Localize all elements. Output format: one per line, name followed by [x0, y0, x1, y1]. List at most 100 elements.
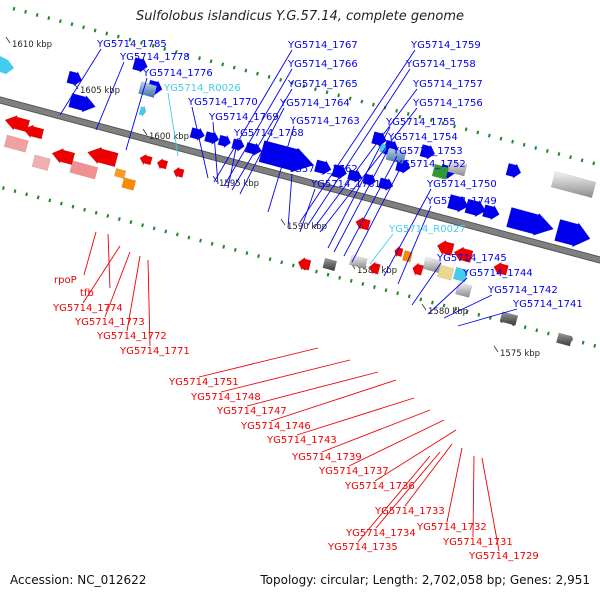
label-leader-line — [369, 233, 394, 265]
ruler-dot-inner — [546, 331, 550, 336]
ruler-dot-inner — [581, 340, 585, 345]
gene-label-forward: YG5714_1761 — [310, 179, 381, 190]
ruler-dot-inner — [222, 244, 226, 249]
gene-label-forward: YG5714_1763 — [289, 116, 360, 127]
label-leader-line — [267, 125, 295, 213]
label-leader-line — [321, 409, 431, 453]
ruler-dot-inner — [465, 309, 469, 314]
label-leader-line — [357, 455, 431, 543]
label-leader-line — [411, 262, 442, 306]
gene-label-reverse: YG5714_1751 — [168, 377, 239, 388]
ruler-dot-inner — [36, 195, 40, 200]
label-leader-line — [104, 251, 131, 318]
ruler-dot-outer — [82, 25, 85, 30]
ruler-label: 1595 kbp — [219, 179, 259, 189]
label-leader-line — [481, 457, 500, 552]
gene-label-forward: YG5714_1741 — [512, 299, 583, 310]
ruler-dot-outer — [325, 90, 329, 95]
reverse-gene-arrow-outer — [412, 262, 424, 277]
ruler-dot-outer — [93, 28, 97, 33]
ruler-dot-inner — [442, 303, 446, 308]
ruler-dot-outer — [290, 81, 294, 85]
ruler-label-tick — [280, 218, 286, 226]
label-leader-line — [307, 68, 411, 226]
ruler-dot-outer — [557, 152, 561, 157]
unlabelled-gene-box — [385, 147, 407, 165]
forward-gene-arrow — [331, 164, 348, 181]
label-leader-line — [383, 188, 432, 277]
ruler-dot-inner — [396, 291, 400, 296]
reverse-gene-arrow — [493, 261, 509, 276]
ruler-dot-outer — [534, 145, 538, 150]
forward-gene-arrow — [244, 141, 263, 157]
ruler-dot-inner — [535, 328, 539, 333]
gene-label-reverse: rpoP — [54, 275, 77, 286]
ruler-dot-outer — [198, 56, 201, 61]
rna-gene-marker — [379, 143, 387, 154]
ruler-dot-outer — [302, 84, 306, 89]
reverse-unlabelled-box — [31, 154, 51, 171]
ruler-label: 1575 kbp — [500, 349, 540, 359]
label-leader-line — [472, 455, 475, 538]
label-leader-line — [126, 255, 141, 332]
map-title: Sulfolobus islandicus Y.G.57.14, complet… — [136, 9, 464, 24]
gene-label-reverse: YG5714_1734 — [345, 528, 416, 539]
ruler-dot-outer — [406, 111, 410, 116]
ruler-dot-inner — [593, 343, 597, 348]
ruler-label-tick — [493, 345, 499, 353]
ruler-dot-inner — [117, 217, 121, 221]
gene-label-reverse: YG5714_1746 — [240, 421, 311, 432]
ruler-dot-inner — [175, 232, 179, 237]
gene-label-forward: YG5714_1758 — [405, 59, 476, 70]
forward-gene-arrow-outer — [132, 57, 148, 74]
ruler-dot-outer — [395, 108, 399, 113]
topology-text: Topology: circular; Length: 2,702,058 bp… — [260, 573, 590, 587]
gene-label-reverse: YG5714_1739 — [291, 452, 362, 463]
gene-label-reverse: YG5714_1731 — [442, 537, 513, 548]
ruler-dot-inner — [1, 186, 5, 191]
ruler-dot-inner — [71, 204, 75, 209]
label-leader-line — [397, 205, 432, 285]
ruler-dot-outer — [360, 99, 364, 104]
ruler-label-tick — [5, 36, 11, 44]
ruler-dot-outer — [337, 93, 341, 98]
ruler-dot-inner — [59, 201, 63, 206]
ruler-label: 1600 kbp — [149, 132, 189, 142]
label-leader-line — [457, 308, 518, 327]
gene-label-reverse: YG5714_1732 — [416, 522, 487, 533]
ruler-dot-inner — [233, 247, 237, 252]
forward-gene-arrow — [68, 93, 96, 113]
ruler-dot-inner — [48, 198, 52, 203]
gene-label-forward: YG5714_1745 — [436, 253, 507, 264]
label-leader-line — [83, 231, 97, 276]
reverse-unlabelled-box — [555, 332, 573, 347]
forward-gene-arrow — [481, 204, 500, 221]
label-leader-line — [333, 141, 393, 253]
reverse-unlabelled-box — [322, 257, 338, 272]
ruler-dot-inner — [384, 288, 388, 293]
ruler-dot-inner — [361, 282, 365, 286]
reverse-gene-arrow — [453, 246, 474, 263]
label-leader-line — [296, 397, 415, 436]
ruler-dot-inner — [141, 223, 144, 228]
gene-label-reverse: YG5714_1772 — [96, 331, 167, 342]
gene-label-forward: YG5714_R0026 — [163, 83, 241, 94]
label-leader-line — [82, 245, 121, 304]
forward-gene-arrow — [231, 138, 245, 153]
label-leader-line — [246, 371, 379, 407]
gene-label-forward: YG5714_1754 — [387, 132, 458, 143]
gene-label-reverse: YG5714_1774 — [52, 303, 123, 314]
gene-label-reverse: YG5714_1773 — [74, 317, 145, 328]
reverse-unlabelled-box — [455, 281, 473, 298]
gene-label-reverse: YG5714_1771 — [119, 346, 190, 357]
label-leader-line — [270, 379, 397, 422]
gene-label-forward: YG5714_1742 — [487, 285, 558, 296]
label-leader-line — [223, 68, 293, 187]
forward-gene-arrow — [203, 131, 220, 146]
reverse-gene-arrow-outer — [297, 256, 312, 271]
ruler-dot-inner — [199, 238, 202, 243]
accession-text: Accession: NC_012622 — [10, 573, 147, 587]
ruler-dot-inner — [83, 207, 86, 212]
ruler-dot-outer — [163, 47, 167, 51]
unlabelled-gene-box — [431, 163, 450, 180]
